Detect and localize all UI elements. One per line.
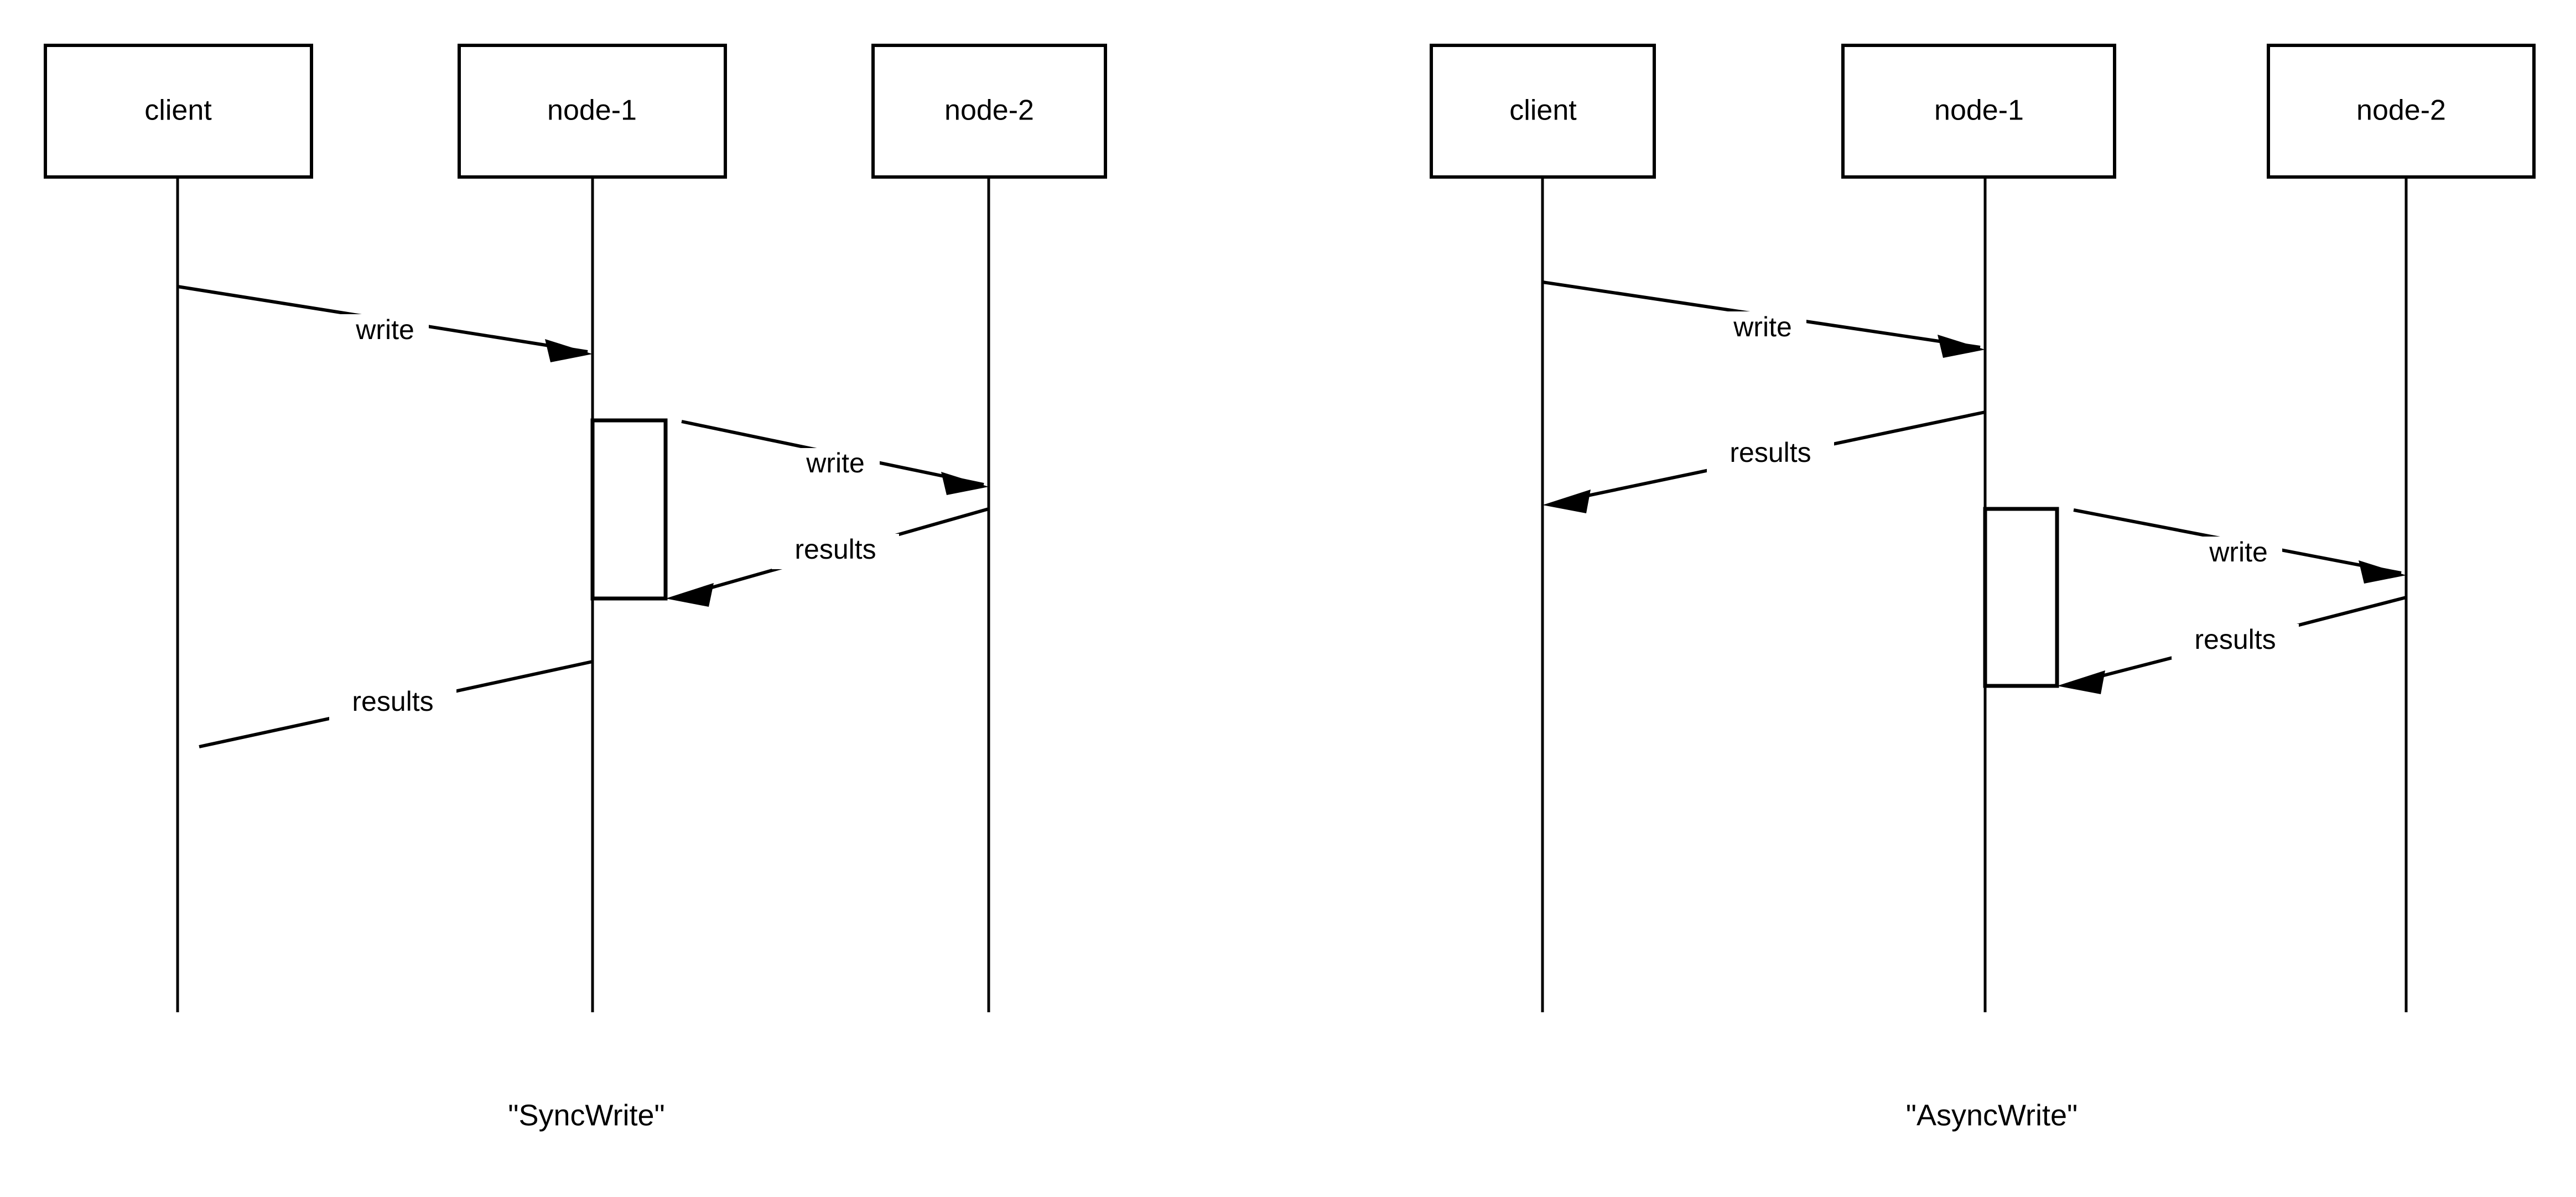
participant-label-node2-right: node-2 <box>2356 95 2446 127</box>
diagram-caption-syncwrite: "SyncWrite" <box>508 1099 664 1132</box>
message-label-backdrop <box>1707 437 1834 472</box>
message-results-node2-to-node1-right: results <box>2057 596 2407 694</box>
message-label-backdrop <box>772 534 899 569</box>
asyncwrite-participants: client node-1 node-2 <box>1430 44 2536 179</box>
message-label-backdrop <box>2172 624 2299 659</box>
message-label-write: write <box>806 447 865 478</box>
message-write-client-to-node1-right: write <box>1542 280 1985 358</box>
activation-box-node1-right <box>1983 507 2059 688</box>
message-label-backdrop <box>2194 537 2282 571</box>
diagram-caption-asyncwrite: "AsyncWrite" <box>1906 1099 2078 1132</box>
message-label-backdrop <box>329 686 456 721</box>
message-write-node1-to-node2-left: write <box>681 420 989 495</box>
message-label-results: results <box>794 534 876 565</box>
arrow-head-left-icon <box>1543 490 1591 513</box>
participant-label-client-left: client <box>144 95 212 127</box>
message-label-backdrop <box>1718 311 1806 346</box>
arrow-head-right-icon <box>1938 335 1985 358</box>
arrow-head-right-icon <box>2359 560 2406 584</box>
arrow-head-left-icon <box>666 583 714 607</box>
participant-label-client-right: client <box>1509 95 1577 127</box>
message-label-results: results <box>2194 624 2276 655</box>
participant-box-client-right[interactable] <box>1430 44 1656 179</box>
participant-label-node2-left: node-2 <box>944 95 1034 127</box>
arrow-head-right-icon <box>941 472 989 495</box>
participant-box-node1-left[interactable] <box>458 44 727 179</box>
participant-box-node1-right[interactable] <box>1841 44 2116 179</box>
arrow-head-left-icon <box>2057 670 2105 694</box>
message-write-node1-to-node2-right: write <box>2073 508 2406 584</box>
message-results-node1-to-client-left: results <box>199 660 593 748</box>
syncwrite-lifelines <box>176 177 990 1012</box>
message-label-write: write <box>2209 537 2268 568</box>
participant-label-node1-left: node-1 <box>547 95 637 127</box>
arrow-head-right-icon <box>545 339 593 362</box>
participant-box-node2-left[interactable] <box>871 44 1107 179</box>
message-results-node2-to-node1-left: results <box>666 507 989 607</box>
message-label-results: results <box>352 686 433 717</box>
message-results-node1-to-client-right: results <box>1543 410 1986 513</box>
syncwrite-participants: client node-1 node-2 <box>44 44 1107 179</box>
message-label-backdrop <box>791 448 880 482</box>
participant-box-client-left[interactable] <box>44 44 313 179</box>
participant-label-node1-right: node-1 <box>1934 95 2024 127</box>
message-write-client-to-node1-left: write <box>177 285 593 362</box>
participant-box-node2-right[interactable] <box>2267 44 2536 179</box>
message-label-write: write <box>1733 311 1792 342</box>
activation-box-node1-left <box>590 418 668 601</box>
message-label-backdrop <box>340 314 429 348</box>
message-label-results: results <box>1730 437 1811 468</box>
message-label-write: write <box>355 314 414 345</box>
